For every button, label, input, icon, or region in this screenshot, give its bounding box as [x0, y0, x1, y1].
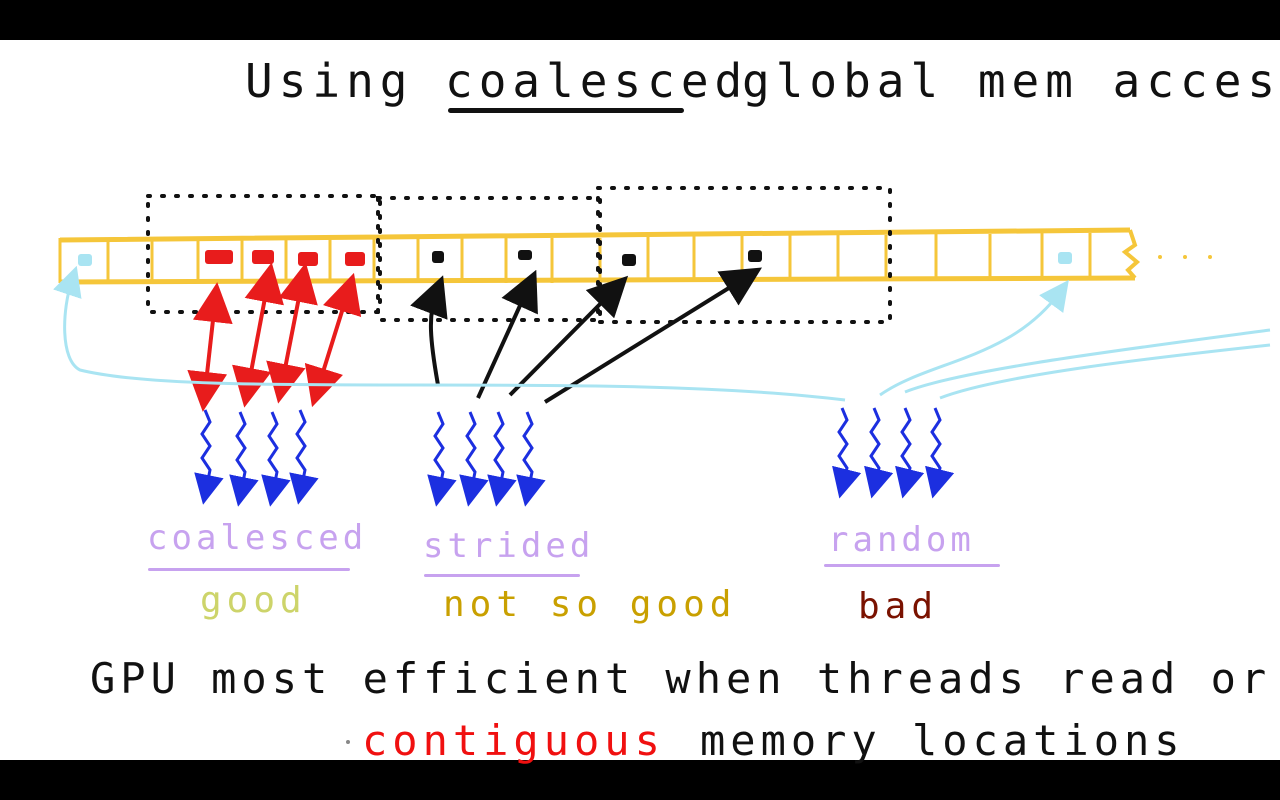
title-prefix: Using	[245, 54, 414, 108]
pattern-underline-strided	[424, 574, 580, 577]
strided-thread-arrows	[427, 411, 546, 507]
title-underline	[448, 108, 684, 113]
coalesced-access-arrows	[187, 262, 362, 412]
whiteboard: Using coalesced global mem access	[0, 40, 1280, 765]
random-accessed-cells	[78, 252, 1072, 266]
random-thread-arrows	[832, 407, 955, 499]
conclusion-line-2: memory locations	[700, 716, 1185, 765]
stray-dot	[346, 740, 350, 744]
strided-access-arrows	[410, 267, 762, 404]
verdict-bad: bad	[858, 586, 939, 627]
verdict-good: good	[200, 580, 307, 621]
conclusion-line-1: GPU most efficient when threads read or …	[90, 654, 1280, 703]
pattern-label-random: random	[828, 520, 975, 560]
pattern-label-strided: strided	[423, 526, 595, 566]
conclusion-highlight: contiguous	[362, 716, 665, 765]
memory-access-diagram	[53, 186, 1271, 507]
pattern-label-coalesced: coalesced	[147, 518, 368, 558]
verdict-not-so-good: not so good	[443, 584, 737, 625]
pattern-underline-coalesced	[148, 568, 350, 571]
random-access-arrows	[53, 265, 1271, 402]
pattern-underline-random	[824, 564, 1000, 567]
coalesced-thread-arrows	[194, 409, 319, 507]
title-emphasis: coalesced	[445, 54, 749, 108]
title-suffix: global mem access	[742, 54, 1280, 108]
strided-accessed-cells	[432, 250, 762, 266]
